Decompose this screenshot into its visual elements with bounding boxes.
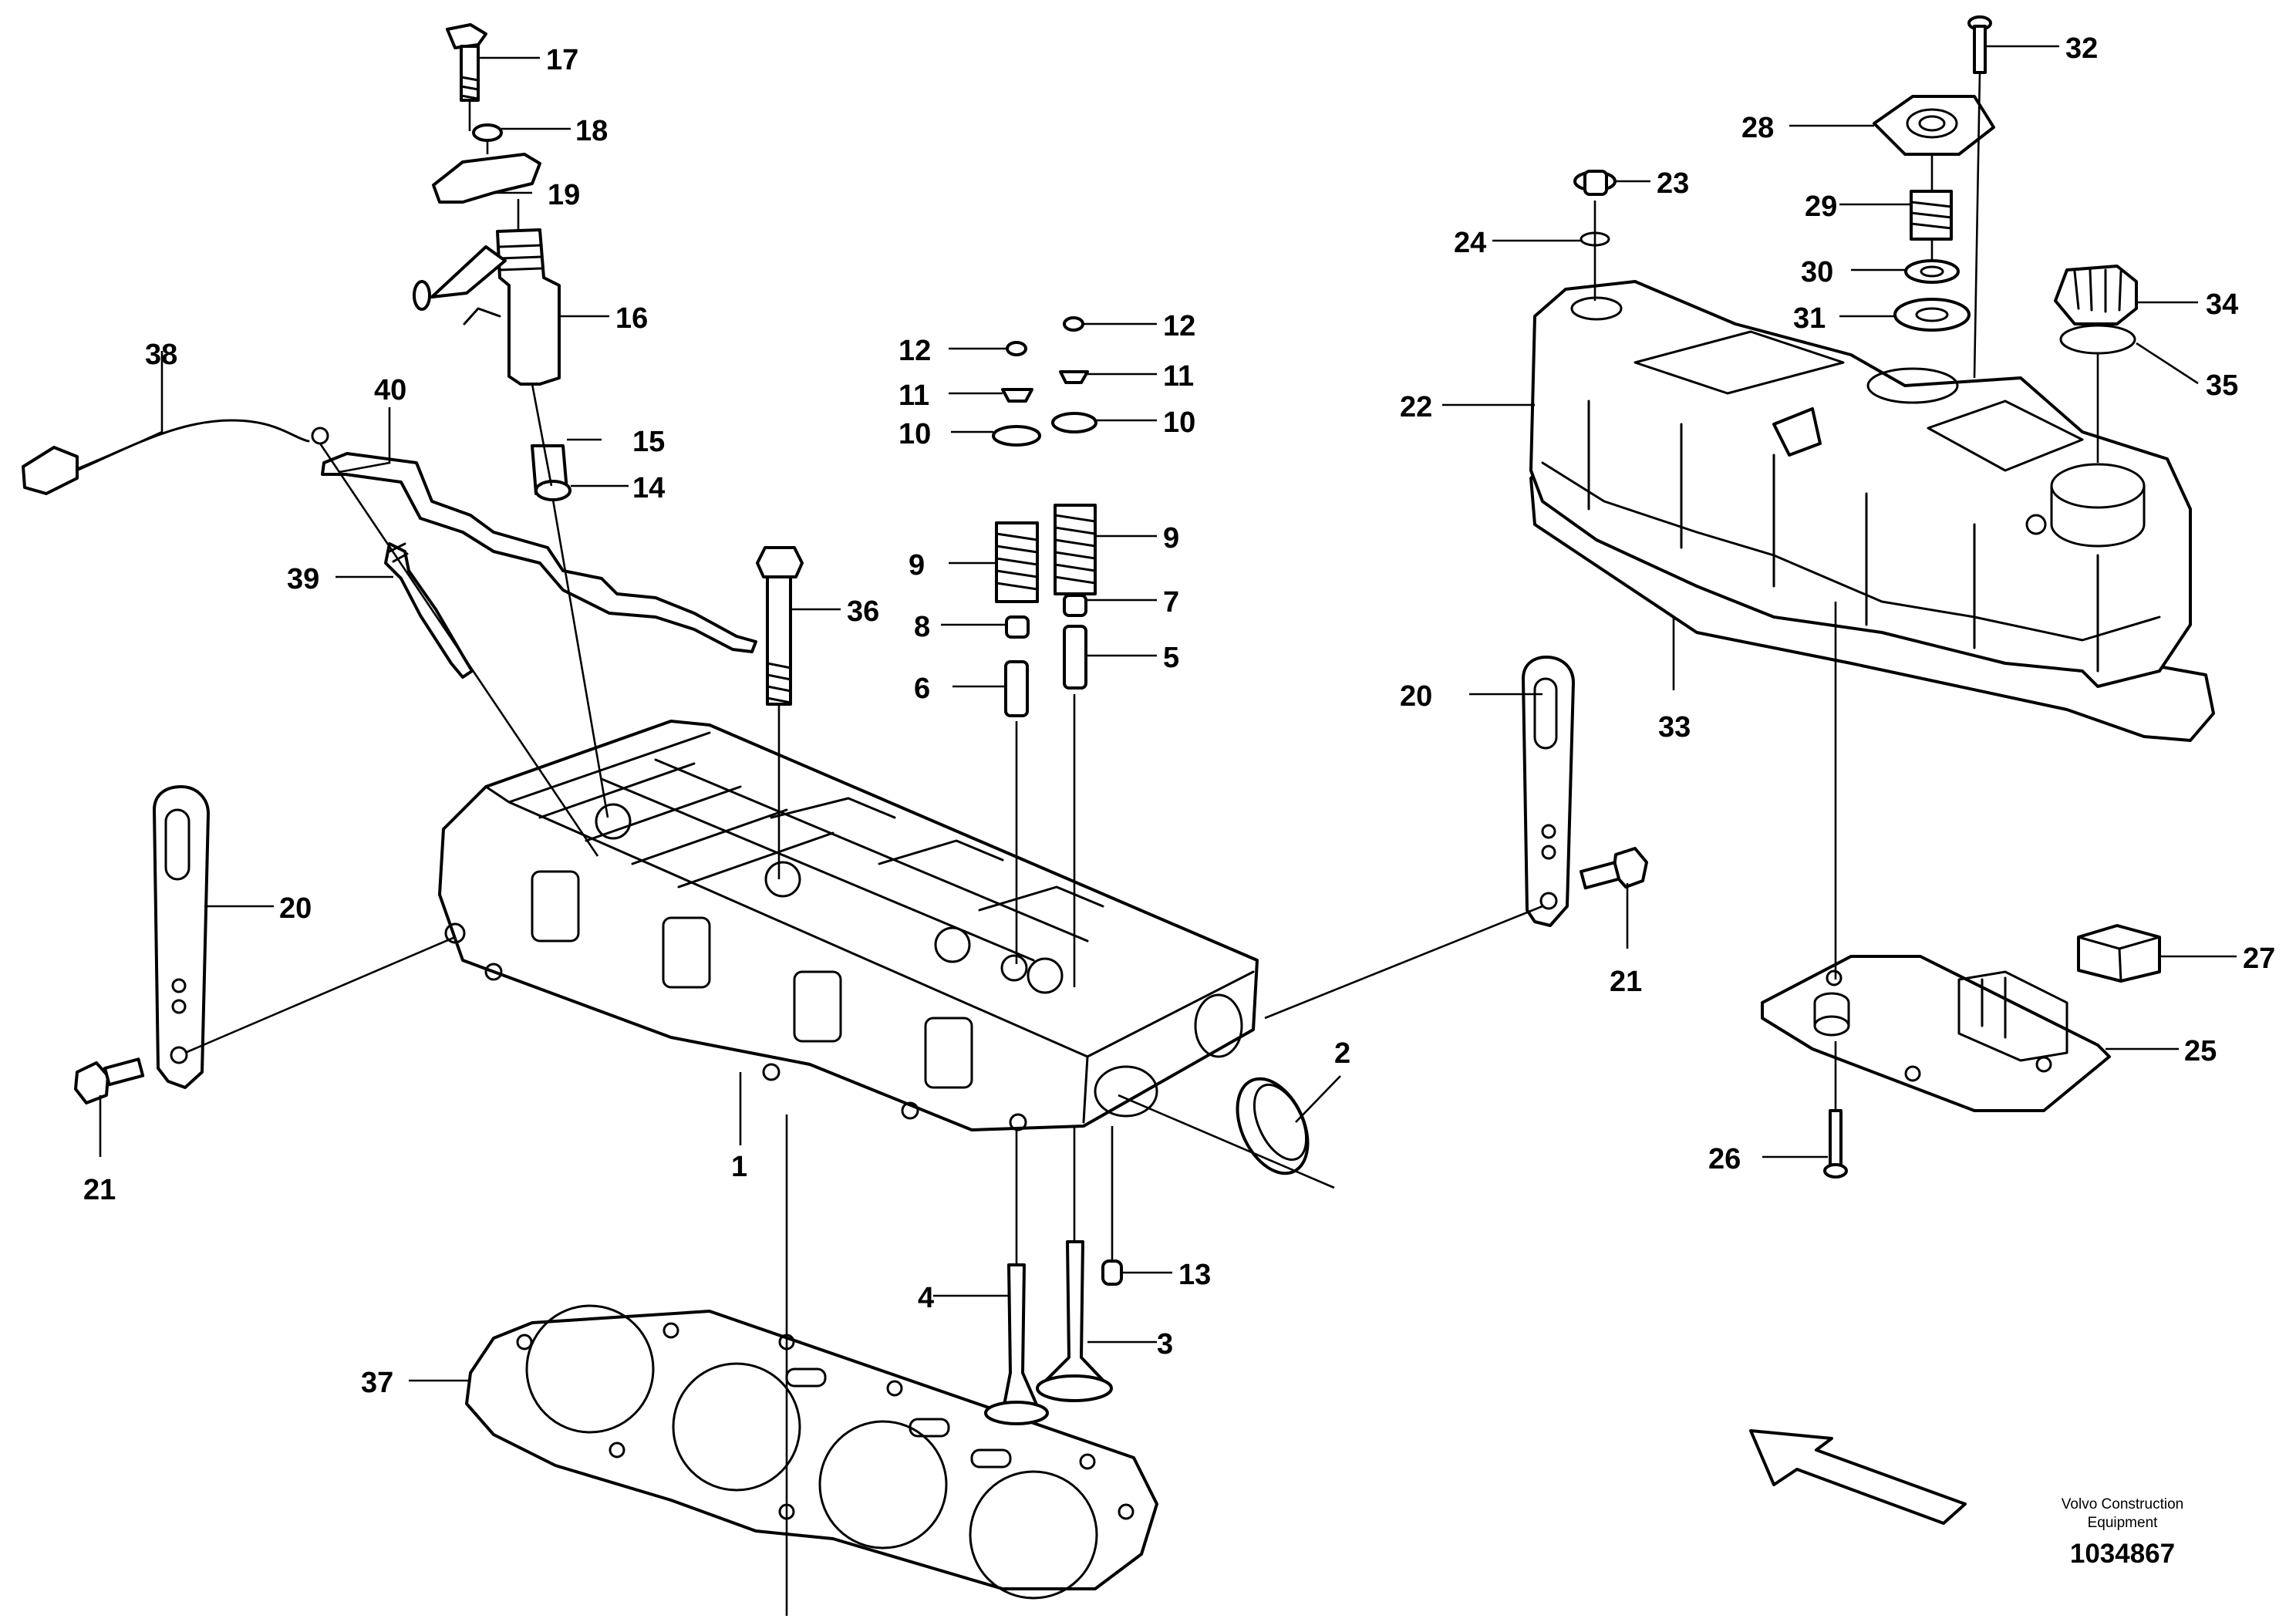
callout-39: 39 — [287, 563, 319, 595]
callout-20b: 20 — [1400, 680, 1432, 713]
callout-36: 36 — [847, 595, 879, 628]
lifting-eye-left — [153, 785, 210, 1089]
callout-21a: 21 — [83, 1174, 116, 1206]
assembly-lines — [184, 72, 2099, 1616]
callout-16: 16 — [615, 302, 648, 335]
company-name-line1: Volvo Construction — [2062, 1496, 2183, 1512]
callout-11a: 11 — [899, 379, 929, 412]
valve-cover — [1529, 280, 2192, 688]
callout-33: 33 — [1658, 711, 1691, 744]
callout-32: 32 — [2065, 32, 2098, 65]
callout-37: 37 — [361, 1367, 393, 1399]
callout-14: 14 — [632, 472, 665, 504]
callout-leaders — [76, 45, 2237, 1382]
connector-block — [2077, 924, 2161, 983]
orientation-arrow — [1749, 1429, 1967, 1525]
head-bolt — [756, 546, 804, 706]
cover-bolt — [1573, 170, 1617, 196]
document-number: 1034867 — [2070, 1539, 2175, 1569]
callout-18: 18 — [575, 115, 608, 147]
oil-seal — [1236, 1077, 1310, 1175]
callout-27: 27 — [2243, 943, 2275, 975]
lifting-eye-right — [1522, 656, 1575, 927]
head-gasket — [465, 1304, 1158, 1600]
lock-plate — [321, 452, 757, 653]
callout-24: 24 — [1454, 227, 1486, 259]
bolt-left — [74, 1057, 145, 1104]
callout-29: 29 — [1805, 191, 1837, 223]
callout-26: 26 — [1708, 1143, 1741, 1175]
callout-labels: 1 2 3 4 5 6 7 8 9 9 10 10 11 11 12 12 13… — [83, 32, 2275, 1399]
callout-11b: 11 — [1163, 360, 1194, 393]
callout-38: 38 — [145, 339, 177, 371]
callout-13: 13 — [1178, 1259, 1211, 1291]
injector-stack — [413, 23, 571, 501]
breather-seal — [1893, 298, 1971, 332]
callout-12a: 12 — [899, 335, 931, 367]
sensor-wire — [22, 419, 329, 495]
callout-12b: 12 — [1163, 310, 1195, 342]
bolt-right — [1580, 847, 1648, 890]
valve-train-right — [1036, 316, 1113, 1402]
callout-19: 19 — [548, 179, 580, 211]
callout-1: 1 — [731, 1151, 747, 1183]
breather-screw — [1967, 15, 1992, 74]
callout-35: 35 — [2206, 369, 2238, 402]
callout-2: 2 — [1334, 1037, 1350, 1070]
callout-10b: 10 — [1163, 406, 1195, 439]
callout-7: 7 — [1163, 586, 1179, 619]
callout-28: 28 — [1741, 112, 1774, 144]
callout-8: 8 — [914, 611, 930, 643]
dowel-pin — [1101, 1259, 1123, 1286]
glow-plug — [384, 542, 474, 679]
breather-spring — [1910, 190, 1953, 241]
callout-25: 25 — [2184, 1035, 2217, 1067]
callout-15: 15 — [632, 426, 665, 458]
callout-3: 3 — [1157, 1328, 1173, 1361]
callout-40: 40 — [374, 374, 406, 406]
callout-22: 22 — [1400, 391, 1432, 423]
callout-5: 5 — [1163, 642, 1179, 674]
separator-screw — [1823, 1109, 1848, 1179]
company-name-line2: Equipment — [2088, 1515, 2159, 1531]
cylinder-head — [438, 720, 1259, 1131]
callout-9b: 9 — [1163, 522, 1179, 555]
callout-23: 23 — [1657, 167, 1689, 200]
callout-30: 30 — [1801, 256, 1833, 288]
breather-plate — [1873, 95, 1995, 156]
callout-6: 6 — [914, 673, 930, 705]
callout-4: 4 — [918, 1282, 934, 1314]
callout-10a: 10 — [899, 418, 931, 450]
separator-plate — [1761, 955, 2111, 1112]
oil-filler-cap — [2054, 265, 2138, 325]
callout-20a: 20 — [279, 892, 312, 925]
footer-credit: Volvo Construction Equipment 1034867 — [2062, 1496, 2183, 1569]
callout-31: 31 — [1793, 302, 1826, 335]
callout-34: 34 — [2206, 288, 2238, 321]
callout-17: 17 — [546, 44, 578, 76]
filler-o-ring — [2059, 324, 2136, 355]
callout-9a: 9 — [909, 549, 925, 582]
breather-washer — [1904, 259, 1960, 284]
valve-train-left — [984, 341, 1049, 1425]
callout-21b: 21 — [1610, 966, 1642, 998]
